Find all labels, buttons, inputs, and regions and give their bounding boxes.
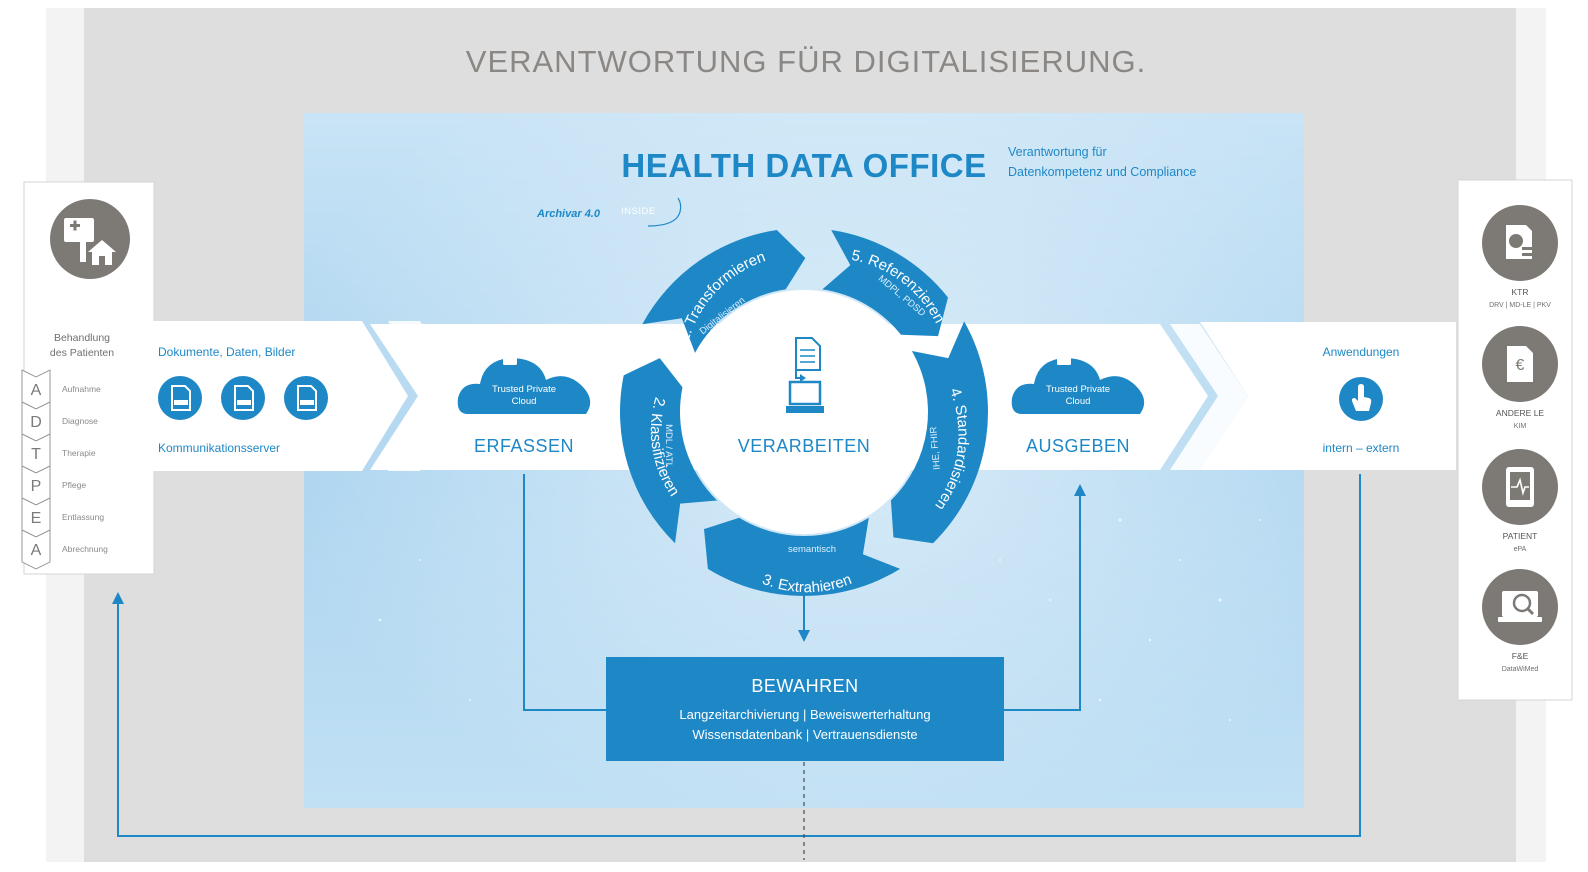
recipient-label: ANDERE LE — [1496, 408, 1545, 418]
adtpea-letter: E — [31, 510, 42, 527]
adtpea-label: Abrechnung — [62, 544, 108, 554]
recipient-item: F&E DataWiMed — [1482, 569, 1558, 673]
adtpea-chevron — [21, 529, 51, 570]
cycle-step-2-sub: MDL / ATL — [663, 424, 674, 468]
main-title: VERANTWORTUNG FÜR DIGITALISIERUNG. — [466, 44, 1146, 79]
svg-text:€: € — [1516, 357, 1525, 374]
tablet-ecg-icon — [1482, 449, 1558, 525]
adtpea-label: Diagnose — [62, 416, 98, 426]
hospital-home-icon — [50, 199, 130, 279]
erfassen-cloud-line1: Trusted Private — [492, 384, 556, 395]
recipient-label: PATIENT — [1503, 531, 1538, 541]
adtpea-label: Pflege — [62, 480, 86, 490]
recipient-sub: DataWiMed — [1502, 666, 1539, 673]
adtpea-step: A Abrechnung — [21, 529, 108, 570]
adtpea-letter: D — [30, 414, 42, 431]
recipient-sub: DRV | MD-LE | PKV — [1489, 302, 1551, 309]
cycle-segment-seg-4 — [890, 321, 989, 544]
research-monitor-icon — [1482, 569, 1558, 645]
background-sparkles — [378, 518, 1261, 721]
recipient-label: KTR — [1512, 287, 1529, 297]
output-arrow-shape — [1200, 322, 1456, 470]
document-icon-2 — [221, 376, 265, 420]
archivar-suffix: INSIDE — [621, 206, 656, 217]
recipients-list: KTR DRV | MD-LE | PKV € ANDERE LE KIM PATIENT… — [1482, 205, 1558, 673]
adtpea-letter: A — [31, 382, 42, 399]
ausgeben-label: AUSGEBEN — [1026, 436, 1130, 456]
adtpea-label: Therapie — [62, 448, 96, 458]
cycle-step-3-sub: semantisch — [788, 544, 836, 555]
hdo-subtitle-line1: Verantwortung für — [1008, 145, 1107, 159]
verarbeiten-label: VERARBEITEN — [738, 436, 871, 456]
document-icon-1 — [158, 376, 202, 420]
document-computer-icon — [786, 337, 824, 413]
archivar-brand: Archivar 4.0 — [536, 208, 601, 220]
adtpea-letter: P — [31, 478, 42, 495]
input-arrow-shape — [148, 321, 408, 471]
bewahren-line1: Langzeitarchivierung | Beweiswerterhaltu… — [679, 707, 930, 722]
output-title: Anwendungen — [1323, 345, 1400, 359]
erfassen-cloud-icon: Trusted Private Cloud — [457, 345, 591, 414]
hdo-title: HEALTH DATA OFFICE — [621, 147, 986, 184]
document-icon-3 — [284, 376, 328, 420]
adtpea-label: Aufnahme — [62, 384, 101, 394]
adtpea-letter: T — [31, 446, 41, 463]
euro-document-icon: € — [1482, 326, 1558, 402]
ausgeben-cloud-line2: Cloud — [1066, 396, 1091, 407]
input-title: Dokumente, Daten, Bilder — [158, 345, 295, 359]
recipient-sub: KIM — [1514, 423, 1527, 430]
input-footer: Kommunikationsserver — [158, 441, 280, 455]
hdo-subtitle-line2: Datenkompetenz und Compliance — [1008, 165, 1196, 179]
recipient-label: F&E — [1512, 651, 1529, 661]
recipient-item: PATIENT ePA — [1482, 449, 1558, 553]
cycle-segment-seg-3 — [703, 517, 901, 596]
cycle-segment-seg-5 — [822, 230, 948, 337]
adtpea-letter: A — [31, 542, 42, 559]
ausgeben-cloud-line1: Trusted Private — [1046, 384, 1110, 395]
bewahren-line2: Wissensdatenbank | Vertrauensdienste — [692, 727, 917, 742]
patient-label-line2: des Patienten — [50, 347, 114, 359]
patient-label-line1: Behandlung — [54, 332, 110, 344]
cycle-segment-seg-2 — [620, 358, 718, 544]
ausgeben-cloud-icon: Trusted Private Cloud — [1011, 345, 1145, 414]
cycle-step-4-sub: IHE, FHIR — [928, 426, 943, 470]
recipient-item: € ANDERE LE KIM — [1482, 326, 1558, 430]
erfassen-label: ERFASSEN — [474, 436, 574, 456]
billing-document-icon — [1482, 205, 1558, 281]
bewahren-title: BEWAHREN — [751, 676, 858, 696]
flow-connectors — [112, 474, 1361, 837]
recipient-sub: ePA — [1514, 546, 1527, 553]
recipient-item: KTR DRV | MD-LE | PKV — [1482, 205, 1558, 309]
adtpea-label: Entlassung — [62, 512, 104, 522]
cycle-segment-seg-1 — [642, 230, 806, 353]
touch-hand-icon — [1339, 377, 1383, 421]
erfassen-cloud-line2: Cloud — [512, 396, 537, 407]
output-footer: intern – extern — [1323, 441, 1400, 455]
bewahren-box — [606, 657, 1004, 761]
archivar-badge: Archivar 4.0 INSIDE — [536, 197, 682, 227]
